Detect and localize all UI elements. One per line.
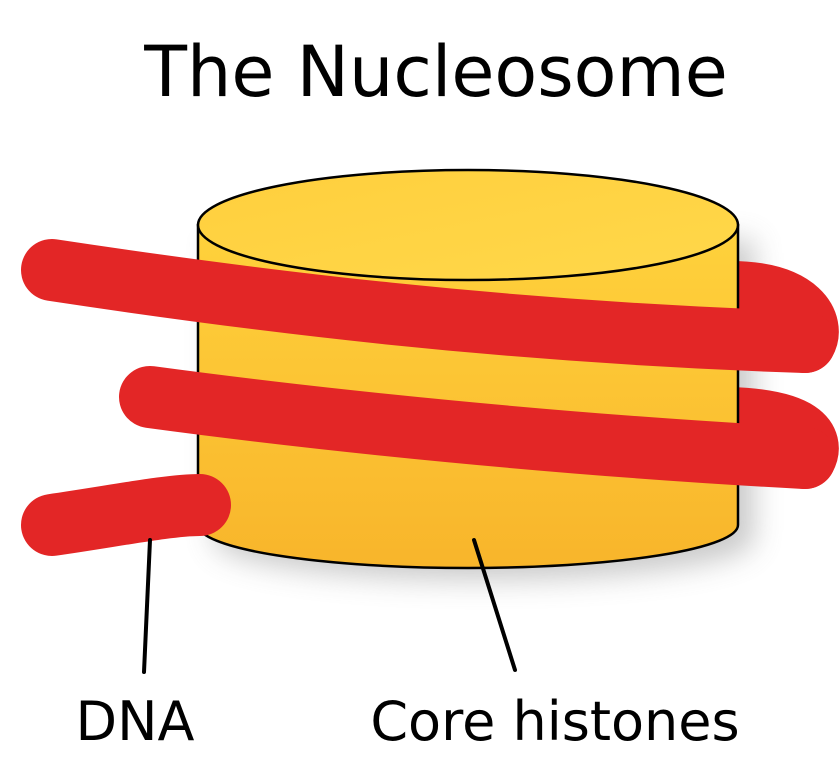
page-title: The Nucleosome [143,31,728,113]
core-histones-cylinder [196,168,740,570]
dna-strand [21,239,836,556]
callout-pointers [142,538,517,674]
core-histones-label: Core histones [370,690,739,753]
dna-tail-segment [21,474,231,556]
histone-pointer-line [472,538,517,672]
dna-upper-wrap [21,239,836,373]
dna-label: DNA [76,690,195,753]
histone-top [196,168,740,282]
dna-pointer-line [142,538,152,674]
dna-lower-wrap [119,366,836,489]
